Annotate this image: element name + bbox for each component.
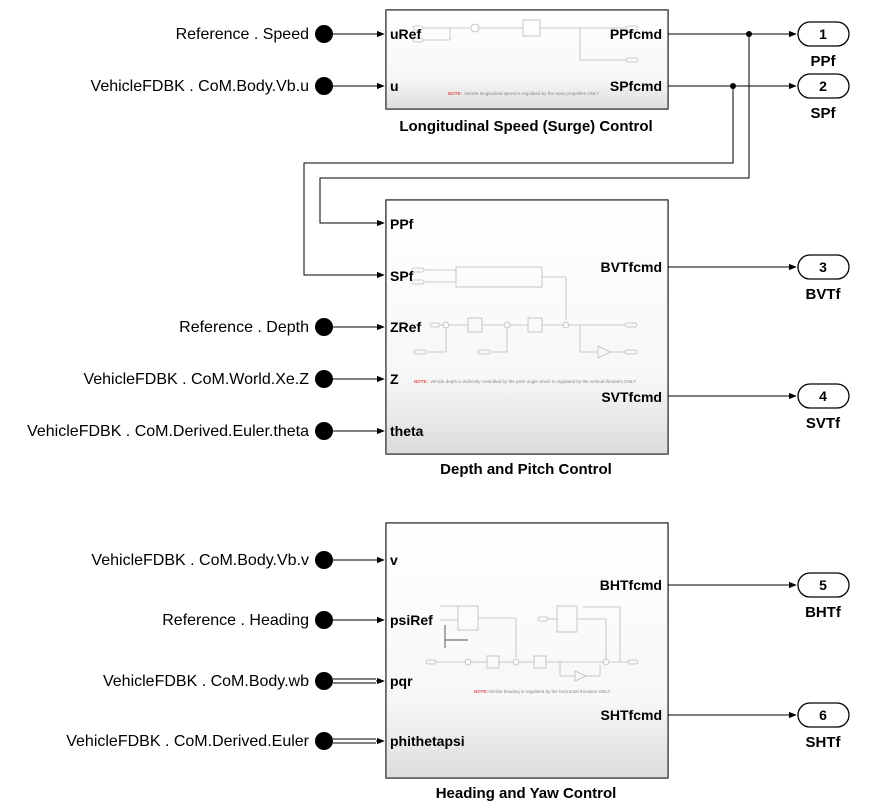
source-world-xe-z[interactable]: VehicleFDBK . CoM.World.Xe.Z xyxy=(83,370,333,388)
depth-note-text: Vehicle depth is indirectly controlled b… xyxy=(430,379,636,384)
port-bhtfcmd: BHTfcmd xyxy=(600,577,662,593)
outport-number: 6 xyxy=(819,707,827,723)
source-label: VehicleFDBK . CoM.Derived.Euler xyxy=(66,733,309,750)
outport-1[interactable]: 1 PPf xyxy=(797,21,850,70)
depth-note-label: NOTE: xyxy=(414,379,429,384)
source-body-vb-v[interactable]: VehicleFDBK . CoM.Body.Vb.v xyxy=(91,551,333,569)
source-dot xyxy=(315,422,333,440)
source-derived-euler[interactable]: VehicleFDBK . CoM.Derived.Euler xyxy=(66,732,333,750)
source-label: VehicleFDBK . CoM.Body.Vb.u xyxy=(91,78,309,95)
outport-number: 1 xyxy=(819,26,827,42)
outport-name: BHTf xyxy=(805,604,842,621)
outport-name: SVTf xyxy=(806,415,841,432)
port-uref: uRef xyxy=(390,26,421,42)
outport-number: 3 xyxy=(819,259,827,275)
port-zref: ZRef xyxy=(390,319,421,335)
outport-number: 4 xyxy=(819,388,827,404)
source-reference-speed[interactable]: Reference . Speed xyxy=(176,25,333,43)
surge-control-block[interactable]: NOTE: Vehicle longitudinal speed is regu… xyxy=(385,9,669,110)
signal-lines xyxy=(303,30,797,745)
source-dot xyxy=(315,318,333,336)
depth-control-block[interactable]: NOTE: Vehicle depth is indirectly contro… xyxy=(385,199,669,455)
outport-2[interactable]: 2 SPf xyxy=(797,73,850,122)
source-dot xyxy=(315,551,333,569)
outport-name: SPf xyxy=(810,105,836,122)
outport-3[interactable]: 3 BVTf xyxy=(797,254,850,303)
source-label: VehicleFDBK . CoM.Body.Vb.v xyxy=(91,552,309,569)
outport-4[interactable]: 4 SVTf xyxy=(797,383,850,432)
source-dot xyxy=(315,77,333,95)
outport-6[interactable]: 6 SHTf xyxy=(797,702,850,751)
port-v: v xyxy=(390,552,398,568)
heading-note-text: Vehicle heading is regulated by the hori… xyxy=(488,689,611,694)
heading-thumbnail xyxy=(425,605,639,682)
port-psiref: psiRef xyxy=(390,612,433,628)
source-label: Reference . Speed xyxy=(176,26,309,43)
port-u: u xyxy=(390,78,399,94)
source-dot xyxy=(315,370,333,388)
source-body-wb[interactable]: VehicleFDBK . CoM.Body.wb xyxy=(103,672,333,690)
source-dot xyxy=(315,25,333,43)
heading-block-title: Heading and Yaw Control xyxy=(436,785,617,802)
source-label: Reference . Heading xyxy=(162,612,309,629)
source-label: Reference . Depth xyxy=(179,319,309,336)
port-bvtfcmd: BVTfcmd xyxy=(601,259,662,275)
source-body-vb-u[interactable]: VehicleFDBK . CoM.Body.Vb.u xyxy=(91,77,333,95)
port-shtfcmd: SHTfcmd xyxy=(601,707,662,723)
port-pqr: pqr xyxy=(390,673,413,689)
surge-note-label: NOTE: xyxy=(448,91,463,96)
source-dot xyxy=(315,672,333,690)
port-spf: SPf xyxy=(390,268,414,284)
outport-5[interactable]: 5 BHTf xyxy=(797,572,850,621)
branch-point-spf xyxy=(730,83,736,89)
port-spfcmd: SPfcmd xyxy=(610,78,662,94)
depth-block-title: Depth and Pitch Control xyxy=(440,461,612,478)
heading-note-label: NOTE: xyxy=(474,689,489,694)
outport-name: SHTf xyxy=(806,734,842,751)
heading-control-block[interactable]: NOTE: Vehicle heading is regulated by th… xyxy=(385,522,669,779)
surge-thumbnail xyxy=(412,19,639,63)
surge-block-title: Longitudinal Speed (Surge) Control xyxy=(399,118,652,135)
port-theta: theta xyxy=(390,423,424,439)
port-ppfcmd: PPfcmd xyxy=(610,26,662,42)
port-svtfcmd: SVTfcmd xyxy=(601,389,662,405)
source-euler-theta[interactable]: VehicleFDBK . CoM.Derived.Euler.theta xyxy=(27,422,333,440)
source-dot xyxy=(315,611,333,629)
branch-point-ppf xyxy=(746,31,752,37)
source-label: VehicleFDBK . CoM.Body.wb xyxy=(103,673,309,690)
depth-thumbnail xyxy=(411,266,638,359)
source-label: VehicleFDBK . CoM.World.Xe.Z xyxy=(83,371,309,388)
outport-name: PPf xyxy=(810,53,836,70)
outport-name: BVTf xyxy=(806,286,842,303)
outport-number: 2 xyxy=(819,78,827,94)
source-dot xyxy=(315,732,333,750)
port-phithetapsi: phithetapsi xyxy=(390,733,465,749)
surge-note-text: Vehicle longitudinal speed is regulated … xyxy=(464,91,599,96)
outport-number: 5 xyxy=(819,577,827,593)
port-z: Z xyxy=(390,371,399,387)
source-reference-heading[interactable]: Reference . Heading xyxy=(162,611,333,629)
source-reference-depth[interactable]: Reference . Depth xyxy=(179,318,333,336)
port-ppf: PPf xyxy=(390,216,414,232)
source-label: VehicleFDBK . CoM.Derived.Euler.theta xyxy=(27,423,309,440)
